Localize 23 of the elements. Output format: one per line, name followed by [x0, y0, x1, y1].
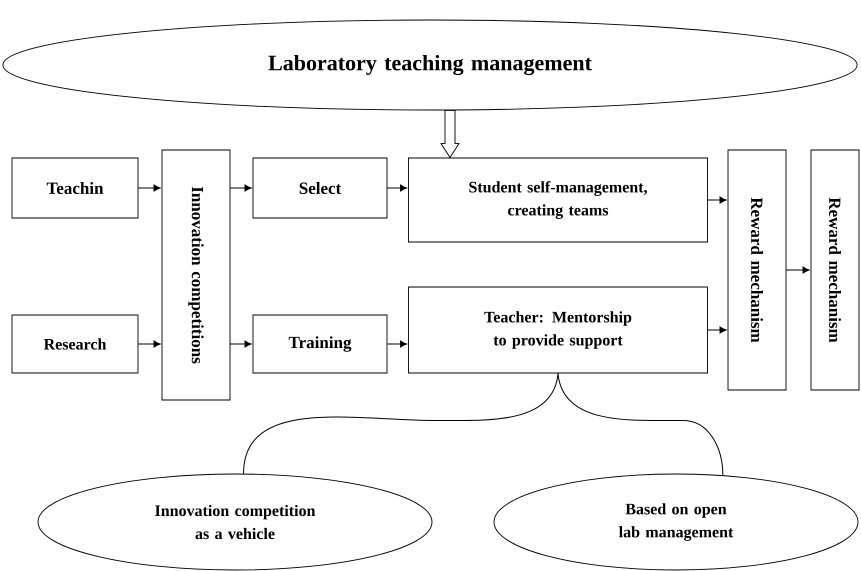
process-box: Teachin — [12, 158, 138, 218]
process-box: Research — [12, 314, 138, 374]
ellipse-node: Based on open lab management — [494, 474, 858, 570]
arrow — [786, 266, 810, 274]
vertical-box: Innovation competitions — [162, 150, 230, 400]
arrow — [138, 340, 160, 348]
arrow — [230, 184, 252, 192]
brace-line — [558, 372, 724, 476]
vertical-box: Reward mechanism — [810, 150, 860, 390]
vertical-box: Reward mechanism — [728, 150, 786, 390]
process-box: Training — [252, 314, 388, 374]
arrow — [138, 184, 160, 192]
arrow — [707, 196, 726, 204]
process-box: Select — [252, 158, 388, 218]
arrow — [230, 340, 252, 348]
ellipse-node: Innovation competition as a vehicle — [38, 474, 432, 570]
hollow-arrow — [440, 110, 460, 158]
arrow — [386, 184, 407, 192]
process-box: Student self-management, creating teams — [408, 158, 708, 242]
arrow — [707, 326, 726, 334]
arrow — [386, 340, 407, 348]
brace-line — [243, 372, 558, 474]
process-box: Teacher: Mentorship to provide support — [408, 286, 708, 374]
